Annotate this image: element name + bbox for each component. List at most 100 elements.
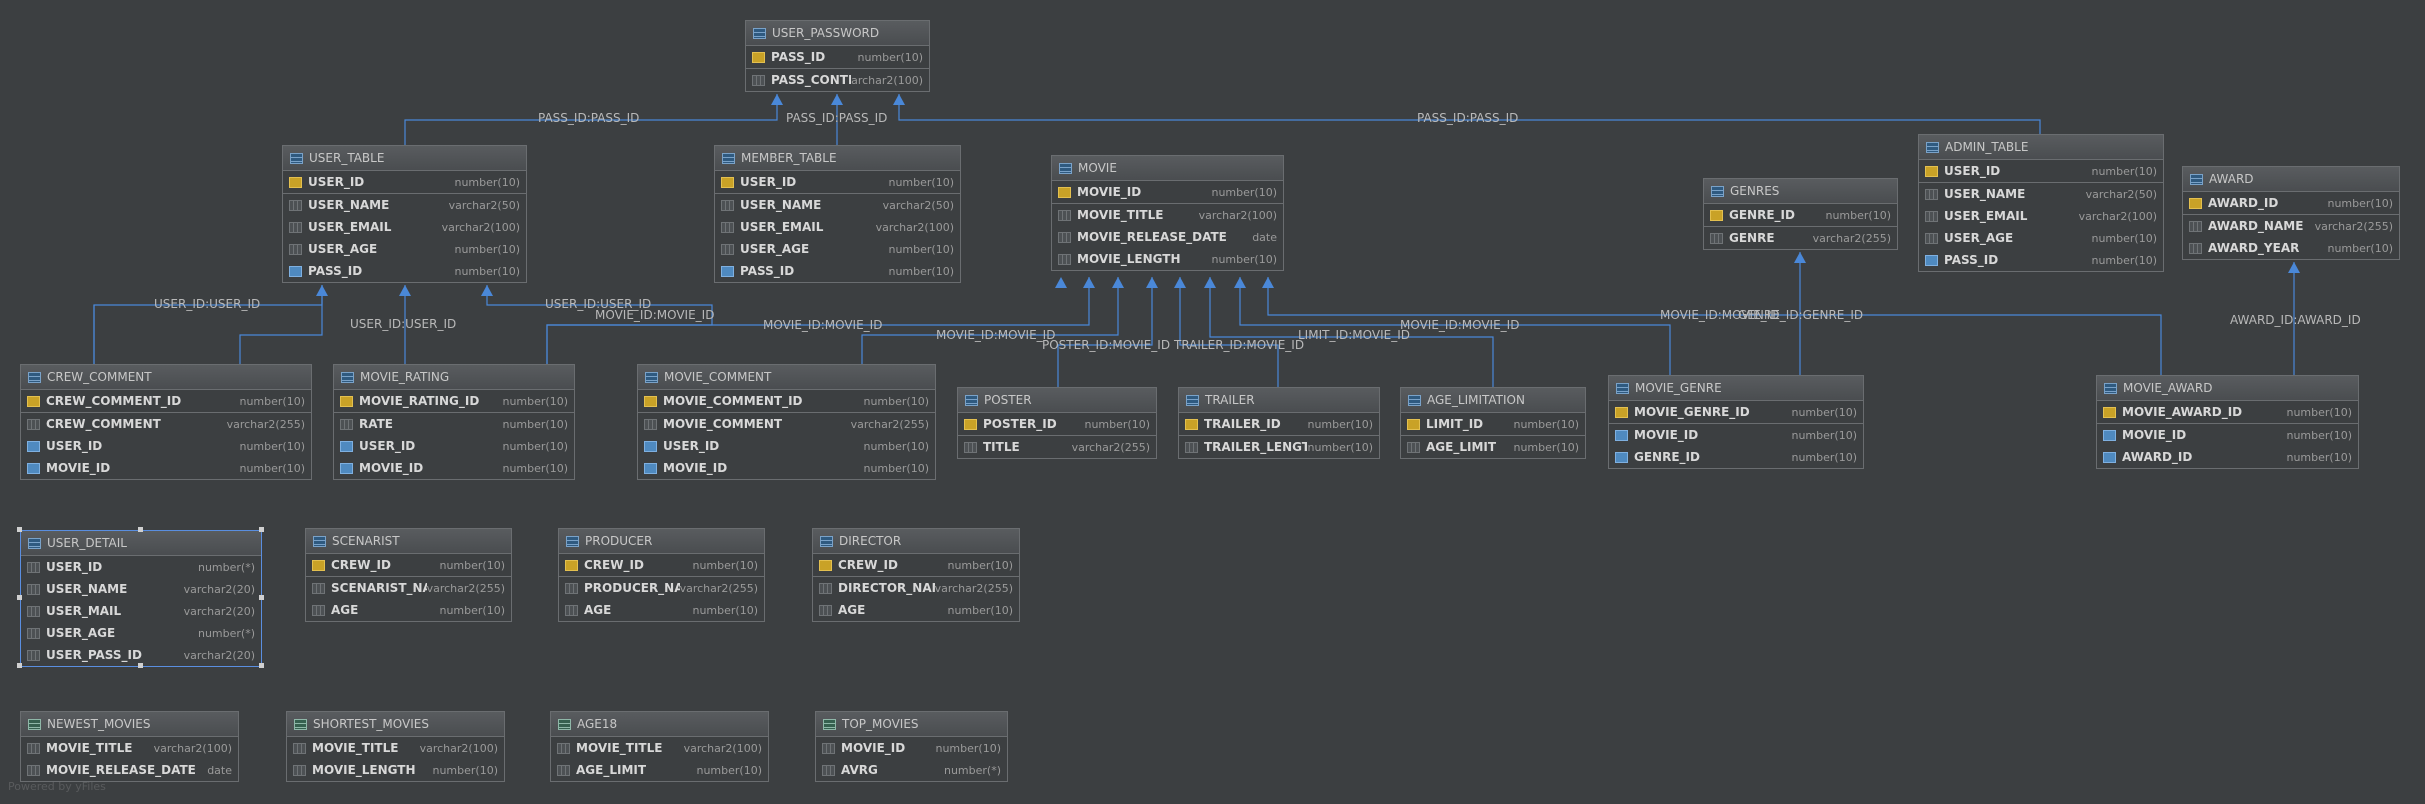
table-header[interactable]: USER_TABLE (283, 146, 526, 171)
relationship-line[interactable] (404, 94, 778, 145)
resize-handle[interactable] (259, 663, 264, 668)
table-header[interactable]: MOVIE (1052, 156, 1283, 181)
table-header[interactable]: AGE18 (551, 712, 768, 737)
table-header[interactable]: DIRECTOR (813, 529, 1019, 554)
resize-handle[interactable] (138, 527, 143, 532)
resize-handle[interactable] (138, 663, 143, 668)
table-header[interactable]: USER_DETAIL (21, 531, 261, 556)
relationship-line[interactable] (239, 285, 323, 364)
resize-handle[interactable] (259, 527, 264, 532)
relationship-line[interactable] (1179, 277, 1279, 387)
table-user-password[interactable]: USER_PASSWORDPASS_IDnumber(10)PASS_CONTE… (745, 20, 930, 92)
relationship-line[interactable] (546, 277, 1090, 364)
resize-handle[interactable] (259, 595, 264, 600)
table-header[interactable]: NEWEST_MOVIES (21, 712, 238, 737)
table-header[interactable]: POSTER (958, 388, 1156, 413)
table-header[interactable]: SCENARIST (306, 529, 511, 554)
relationship-line[interactable] (861, 277, 1119, 364)
relationship-line[interactable] (1239, 277, 1671, 375)
resize-handle[interactable] (17, 663, 22, 668)
table-director[interactable]: DIRECTORCREW_IDnumber(10)DIRECTOR_NAMEva… (812, 528, 1020, 622)
relationship-line[interactable] (1209, 277, 1494, 387)
table-header[interactable]: ADMIN_TABLE (1919, 135, 2163, 160)
table-header[interactable]: AGE_LIMITATION (1401, 388, 1585, 413)
table-header[interactable]: USER_PASSWORD (746, 21, 929, 46)
table-scenarist[interactable]: SCENARISTCREW_IDnumber(10)SCENARIST_NAME… (305, 528, 512, 622)
resize-handle[interactable] (17, 595, 22, 600)
relationship-line[interactable] (898, 94, 2041, 134)
table-header[interactable]: GENRES (1704, 179, 1897, 204)
table-header[interactable]: CREW_COMMENT (21, 365, 311, 390)
table-header[interactable]: MOVIE_AWARD (2097, 376, 2358, 401)
table-header[interactable]: MOVIE_COMMENT (638, 365, 935, 390)
table-header[interactable]: TOP_MOVIES (816, 712, 1007, 737)
